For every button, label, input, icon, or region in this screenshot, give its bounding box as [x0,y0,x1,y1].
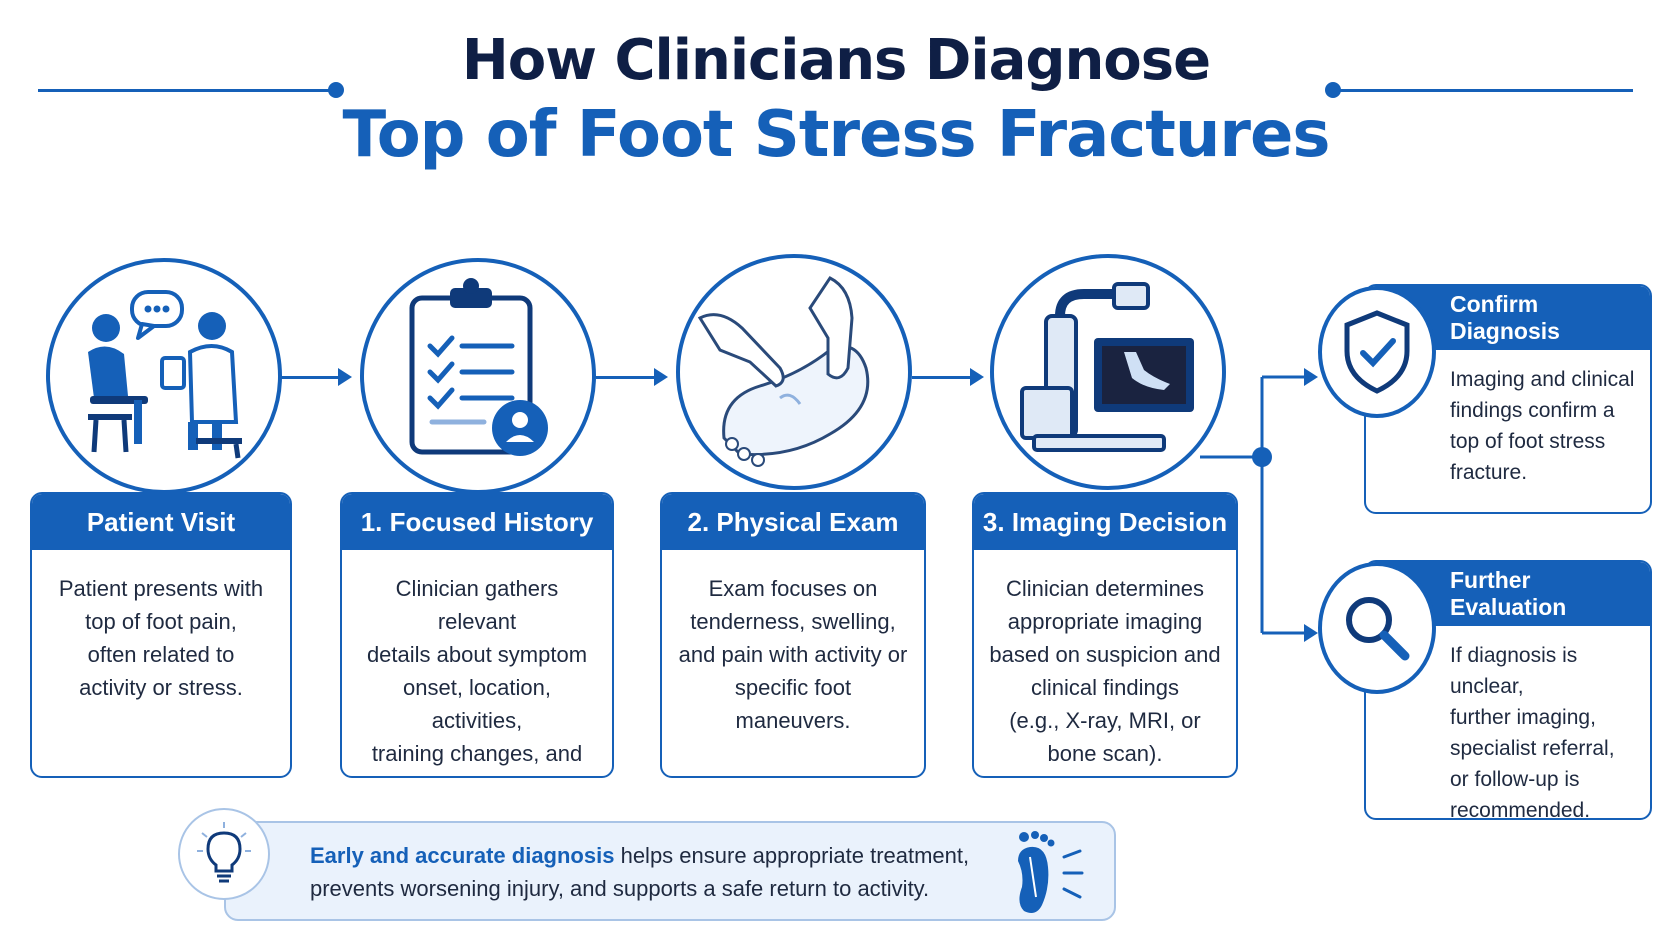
step-body-physical-exam: Exam focuses on tenderness, swelling, an… [678,576,908,733]
step-card-patient-visit: Patient Visit Patient presents with top … [30,492,292,778]
outcome-circle-further-evaluation [1318,562,1436,694]
title-rule-dot-left [328,82,344,98]
clipboard-checklist-icon [409,278,548,456]
banner-rest: helps ensure appropriate treatment, prev… [310,843,970,901]
step-card-imaging-decision: 3. Imaging Decision Clinician determines… [972,492,1238,778]
title-rule-dot-right [1325,82,1341,98]
step-title-patient-visit: Patient Visit [32,494,290,550]
lightbulb-icon [197,822,251,883]
page-title-line1: How Clinicians Diagnose [461,28,1211,93]
banner-text: Early and accurate diagnosis helps ensur… [310,839,990,905]
arrow-step-2 [596,368,668,386]
page-title-line2: Top of Foot Stress Fractures [342,98,1331,172]
step-body-imaging-decision: Clinician determines appropriate imaging… [989,576,1221,766]
step-card-physical-exam: 2. Physical Exam Exam focuses on tendern… [660,492,926,778]
step-body-focused-history: Clinician gathers relevant details about… [366,576,588,776]
arrow-step-3 [912,368,984,386]
step-circle-imaging-decision [990,254,1226,490]
magnifier-icon [1346,597,1410,661]
outcome-circle-confirm-diagnosis [1318,286,1436,418]
step-circle-focused-history [360,258,596,494]
step-title-focused-history: 1. Focused History [342,494,612,550]
xray-machine-icon [1020,282,1194,452]
clinician-patient-icon [88,290,242,459]
step-body-patient-visit: Patient presents with top of foot pain, … [58,576,264,700]
arrow-step-1 [280,368,352,386]
branch-connector [1200,368,1318,642]
foot-xray-icon [1018,831,1084,913]
outcome-body-further-evaluation: If diagnosis is unclear, further imaging… [1450,644,1615,820]
title-rule-right [1335,89,1633,92]
shield-check-icon [1344,310,1410,394]
summary-banner: Early and accurate diagnosis helps ensur… [224,821,1116,921]
banner-icon-circle [178,808,270,900]
step-title-imaging-decision: 3. Imaging Decision [974,494,1236,550]
step-circle-patient-visit [46,258,282,494]
title-rule-left [38,89,338,92]
banner-strong: Early and accurate diagnosis [310,843,615,868]
step-card-focused-history: 1. Focused History Clinician gathers rel… [340,492,614,778]
foot-exam-icon [697,276,870,467]
step-circle-physical-exam [676,254,912,490]
step-title-physical-exam: 2. Physical Exam [662,494,924,550]
outcome-body-confirm-diagnosis: Imaging and clinical findings confirm a … [1450,368,1635,484]
